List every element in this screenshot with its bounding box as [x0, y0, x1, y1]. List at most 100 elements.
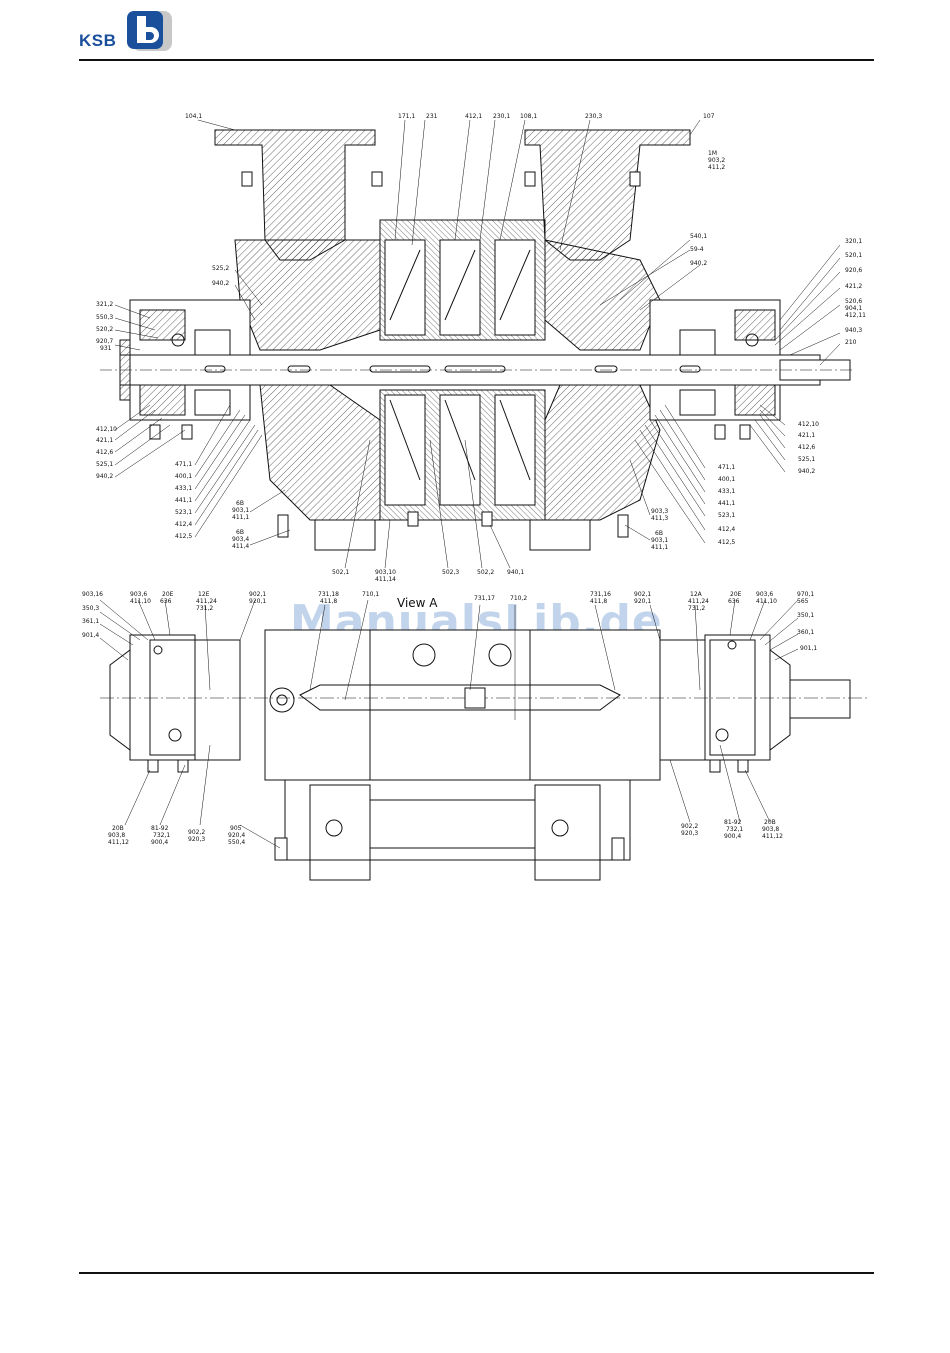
label-top: 411,2 [708, 164, 725, 171]
label-right: 59-4 [690, 246, 704, 253]
label-top: 171,1 [398, 113, 415, 120]
label-right: 523,1 [718, 512, 735, 519]
label-left: 903,4 [232, 536, 249, 543]
label-left: 6B [236, 500, 244, 507]
label-view-top: 636 [728, 598, 740, 605]
label-bottom: 502,3 [442, 569, 459, 576]
label-view-top: 411,24 [688, 598, 709, 605]
label-right: 920,6 [845, 267, 862, 274]
label-view-bottom: 903,8 [762, 826, 779, 833]
label-view-top: 411,8 [320, 598, 337, 605]
label-view-top: 12E [198, 591, 210, 598]
label-view-top: 411,10 [130, 598, 151, 605]
label-right: 433,1 [718, 488, 735, 495]
label-view-bottom: 20B [764, 819, 776, 826]
label-left: 931 [100, 345, 112, 352]
label-right: 520,6 [845, 298, 862, 305]
label-view-top: 970,1 [797, 591, 814, 598]
label-left: 411,4 [232, 543, 249, 550]
label-right: 412,6 [798, 444, 815, 451]
label-view-bottom: 900,4 [724, 833, 741, 840]
label-left: 520,2 [96, 326, 113, 333]
sectional-drawing [100, 129, 855, 551]
label-top: 108,1 [520, 113, 537, 120]
label-right: 320,1 [845, 238, 862, 245]
label-view-bottom: 920,3 [681, 830, 698, 837]
view-a-drawing [100, 629, 870, 881]
label-view-top: 902,1 [634, 591, 651, 598]
label-top: 230,3 [585, 113, 602, 120]
label-right: 903,3 [651, 508, 668, 515]
label-view-top: 361,1 [82, 618, 99, 625]
label-view-top: 636 [160, 598, 172, 605]
label-left: 6B [236, 529, 244, 536]
label-top: 107 [703, 113, 715, 120]
label-view-top: 902,1 [249, 591, 266, 598]
view-leader-lines [99, 599, 799, 849]
label-left: 525,1 [96, 461, 113, 468]
label-right: 903,1 [651, 537, 668, 544]
label-right: 412,10 [798, 421, 819, 428]
ksb-logo-text: KSB [79, 31, 117, 50]
label-view-bottom: 81-92 [151, 825, 169, 832]
label-left: 400,1 [175, 473, 192, 480]
label-view-top: 903,6 [130, 591, 147, 598]
label-right: 411,1 [651, 544, 668, 551]
label-left: 321,2 [96, 301, 113, 308]
label-left: 471,1 [175, 461, 192, 468]
label-view-top: 731,2 [688, 605, 705, 612]
label-view-top: 360,1 [797, 629, 814, 636]
label-right: 421,2 [845, 283, 862, 290]
label-left: 940,2 [96, 473, 113, 480]
label-bottom: 502,2 [477, 569, 494, 576]
label-view-top: 411,24 [196, 598, 217, 605]
label-top: 230,1 [493, 113, 510, 120]
label-view-top: 903,16 [82, 591, 103, 598]
label-view-top: 411,10 [756, 598, 777, 605]
label-view-bottom: 732,1 [726, 826, 743, 833]
label-right: 210 [845, 339, 857, 346]
label-bottom: 502,1 [332, 569, 349, 576]
label-view-top: 731,2 [196, 605, 213, 612]
label-right: 940,2 [690, 260, 707, 267]
label-view-top: 20E [162, 591, 174, 598]
label-view-top: 350,3 [82, 605, 99, 612]
label-right: 6B [655, 530, 663, 537]
label-view-top: 565 [797, 598, 809, 605]
label-right: 411,3 [651, 515, 668, 522]
section-labels: 104,1 171,1 231 412,1 230,1 108,1 230,3 … [96, 113, 866, 583]
label-view-top: 710,2 [510, 595, 527, 602]
label-right: 421,1 [798, 432, 815, 439]
label-left: 412,5 [175, 533, 192, 540]
label-right: 525,1 [798, 456, 815, 463]
label-left: 920,7 [96, 338, 113, 345]
label-left: 433,1 [175, 485, 192, 492]
label-view-top: 12A [690, 591, 703, 598]
label-right: 412,11 [845, 312, 866, 319]
label-view-top: 20E [730, 591, 742, 598]
label-left: 441,1 [175, 497, 192, 504]
label-right: 904,1 [845, 305, 862, 312]
footer-rule [79, 1272, 874, 1274]
label-view-top: 731,17 [474, 595, 495, 602]
label-top: 412,1 [465, 113, 482, 120]
label-top: 231 [426, 113, 438, 120]
label-left: 411,1 [232, 514, 249, 521]
label-bottom: 940,1 [507, 569, 524, 576]
label-view-bottom: 905 [230, 825, 242, 832]
label-view-top: 903,6 [756, 591, 773, 598]
label-bottom: 411,14 [375, 576, 396, 583]
label-view-bottom: 920,3 [188, 836, 205, 843]
label-left: 525,2 [212, 265, 229, 272]
label-right: 471,1 [718, 464, 735, 471]
label-view-bottom: 411,12 [108, 839, 129, 846]
label-view-top: 731,16 [590, 591, 611, 598]
label-view-top: 411,8 [590, 598, 607, 605]
label-right: 540,1 [690, 233, 707, 240]
label-view-top: 920,1 [634, 598, 651, 605]
label-view-top: 901,1 [800, 645, 817, 652]
label-view-bottom: 550,4 [228, 839, 245, 846]
section-leader-lines [114, 119, 841, 569]
header-rule [79, 59, 874, 61]
label-view-bottom: 900,4 [151, 839, 168, 846]
